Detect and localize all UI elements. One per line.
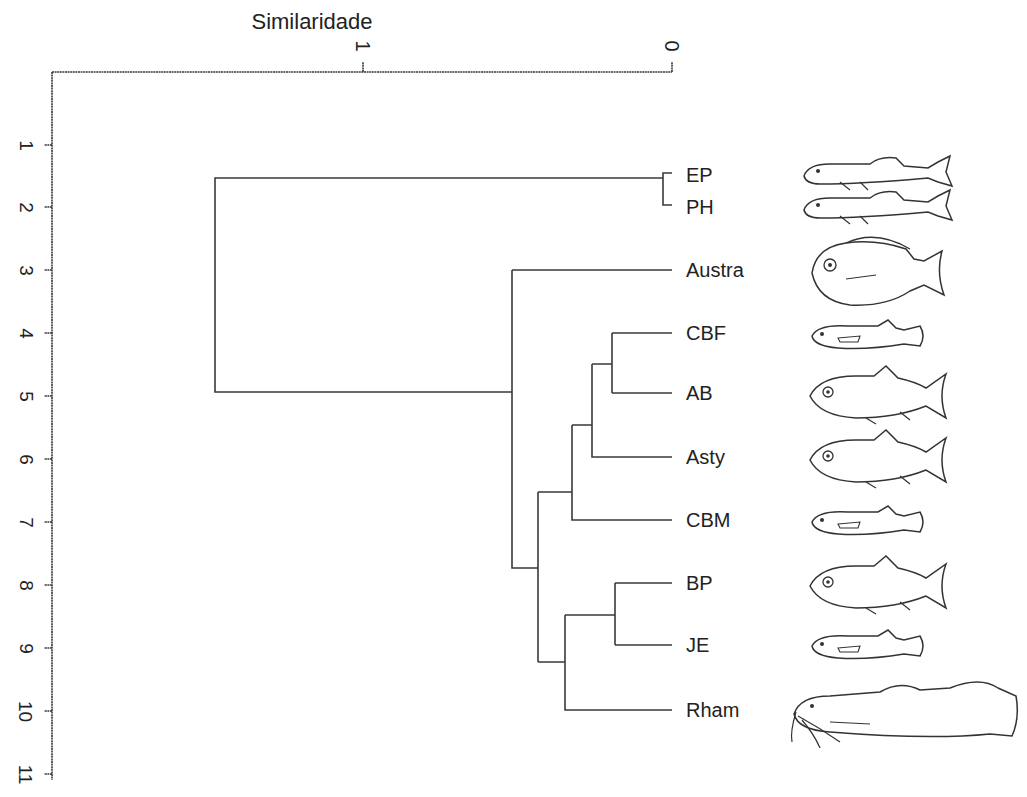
row-number: 1 bbox=[16, 140, 35, 151]
leaf-label: CBM bbox=[686, 510, 730, 530]
row-number: 3 bbox=[16, 265, 35, 276]
fish-icon bbox=[812, 630, 923, 659]
row-number: 8 bbox=[16, 580, 35, 591]
axes bbox=[44, 62, 672, 780]
tree-branches bbox=[215, 173, 672, 710]
leaf-label: JE bbox=[686, 635, 709, 655]
fish-icon bbox=[810, 366, 946, 424]
fish-icon bbox=[804, 190, 952, 224]
row-number: 4 bbox=[16, 328, 35, 339]
leaf-label: Rham bbox=[686, 700, 739, 720]
leaf-label: EP bbox=[686, 165, 713, 185]
row-number: 11 bbox=[16, 764, 35, 784]
axis-title: Similaridade bbox=[251, 11, 372, 33]
fish-icon bbox=[804, 156, 952, 190]
tick-label: 0 bbox=[662, 40, 682, 51]
leaf-label: BP bbox=[686, 573, 713, 593]
row-number: 9 bbox=[16, 643, 35, 654]
row-number: 7 bbox=[16, 517, 35, 528]
fish-icon bbox=[810, 556, 946, 614]
leaf-label: CBF bbox=[686, 323, 726, 343]
row-number: 2 bbox=[16, 202, 35, 213]
fish-icon bbox=[810, 430, 946, 488]
row-number: 5 bbox=[16, 391, 35, 402]
leaf-label: PH bbox=[686, 197, 714, 217]
fish-icon bbox=[812, 506, 923, 535]
tick-label: 1 bbox=[353, 40, 373, 51]
fish-icons bbox=[792, 156, 1018, 748]
leaf-label: Austra bbox=[686, 260, 744, 280]
fish-icon bbox=[792, 682, 1018, 748]
row-number: 6 bbox=[16, 454, 35, 465]
leaf-label: AB bbox=[686, 383, 713, 403]
leaf-label: Asty bbox=[686, 447, 725, 467]
fish-icon bbox=[812, 237, 944, 305]
row-number: 10 bbox=[16, 700, 35, 721]
fish-icon bbox=[812, 320, 923, 349]
